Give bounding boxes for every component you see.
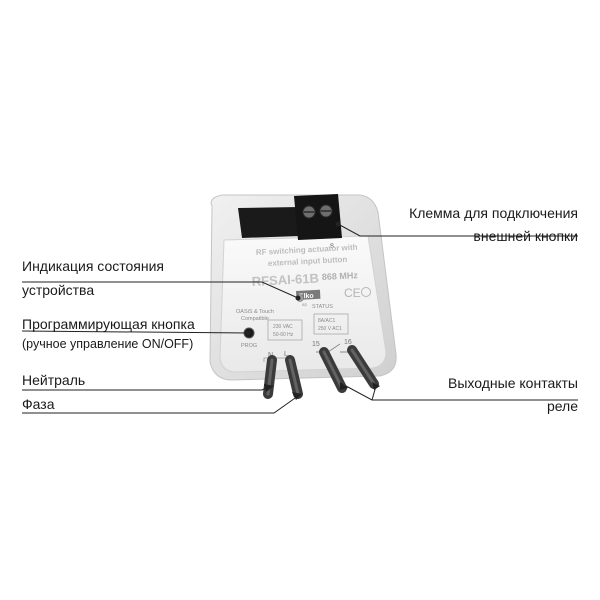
device-title-line2: external input button	[268, 255, 348, 268]
compat-line1: OASiS & Touch	[236, 309, 274, 315]
leader-terminal	[337, 223, 578, 237]
arrow-output-16	[372, 382, 380, 390]
arrow-phase	[292, 392, 302, 400]
brand-name: Elko	[299, 293, 314, 301]
wires	[263, 345, 379, 399]
label-output-line1: Выходные контакты	[448, 375, 578, 391]
label-terminal-line2: внешней кнопки	[473, 228, 578, 244]
status-text: STATUS	[312, 304, 333, 310]
label-prog: Программирующая кнопка (ручное управлени…	[22, 316, 195, 352]
label-output-line2: реле	[546, 398, 578, 414]
arrow-neutral	[264, 384, 274, 392]
compat-line2: Compatible	[241, 316, 269, 322]
device-frequency: 868 MHz	[322, 270, 359, 282]
label-status-line1: Индикация состояния	[22, 258, 165, 274]
terminal-recess	[238, 207, 300, 238]
ce-mark: CE	[344, 286, 361, 300]
voltage-box	[267, 319, 303, 341]
label-output: Выходные контакты реле	[448, 375, 578, 414]
leader-phase	[22, 395, 299, 414]
rating-line2: 250 V AC1	[318, 326, 342, 332]
label-terminal: Клемма для подключения внешней кнопки	[409, 205, 578, 244]
arrow-output-15	[340, 382, 348, 390]
terminal-label-l: L	[284, 351, 288, 358]
voltage-line2: 50-60 Hz	[273, 332, 294, 338]
device-front-face	[219, 235, 387, 373]
label-status: Индикация состояния устройства	[22, 258, 164, 298]
label-status-line2: устройства	[22, 282, 95, 298]
voltage-line1: 230 VAC	[273, 324, 293, 330]
rating-line1: 8A/AC1	[318, 318, 335, 324]
label-prog-line2: (ручное управление ON/OFF)	[22, 337, 194, 351]
brand-sub: ep	[302, 302, 308, 307]
leader-prog	[21, 330, 249, 334]
input-mark-left: S	[330, 244, 334, 250]
label-terminal-line1: Клемма для подключения	[409, 205, 578, 221]
terminal-label-15: 15	[312, 341, 320, 348]
label-phase: Фаза	[22, 396, 55, 412]
leader-status	[22, 281, 299, 299]
prog-text: PROG	[241, 343, 257, 349]
rating-box	[313, 313, 349, 335]
terminal-label-16: 16	[344, 339, 352, 346]
terminal-block	[294, 194, 342, 240]
label-neutral: Нейтраль	[22, 372, 86, 388]
recycle-icon	[361, 287, 371, 297]
label-prog-line1: Программирующая кнопка	[22, 316, 195, 332]
